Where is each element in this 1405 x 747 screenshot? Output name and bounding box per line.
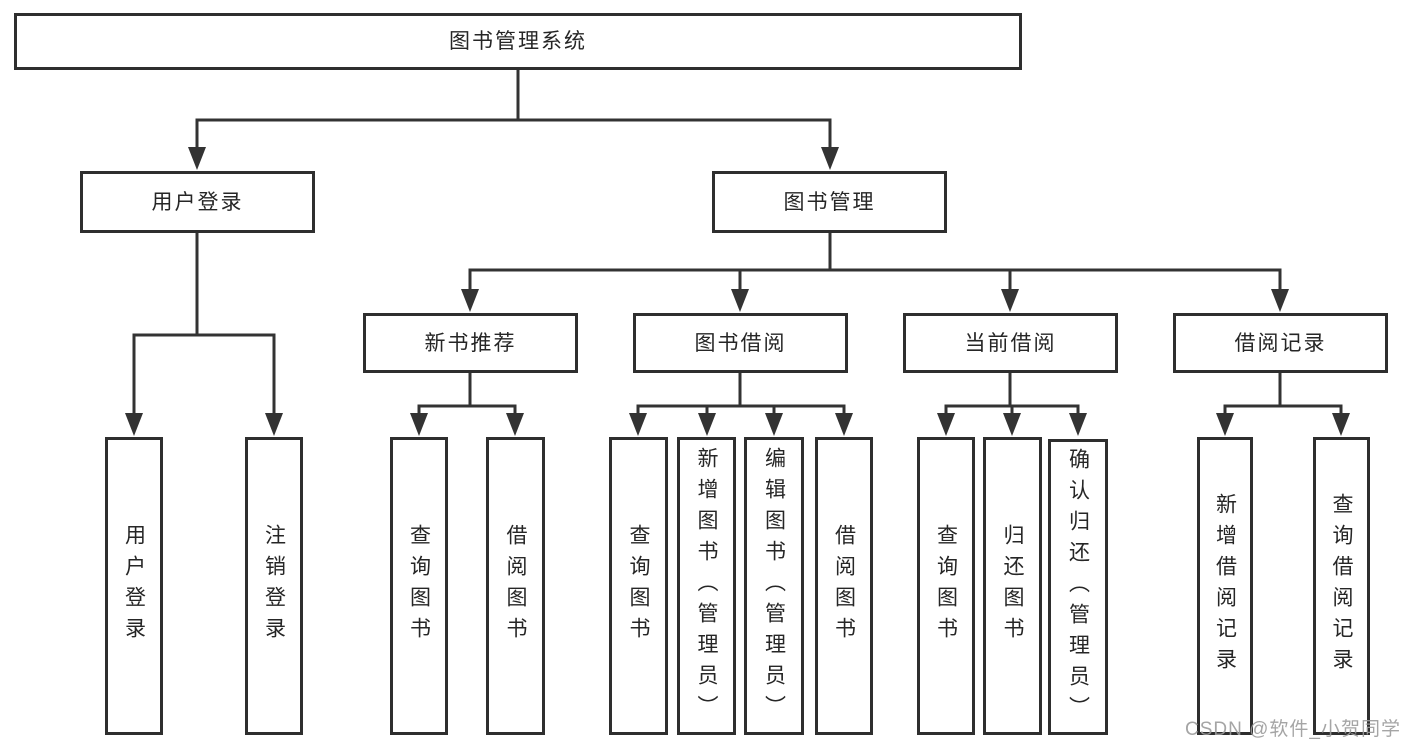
leaf-recommend-borrow-books: 借阅图书 — [486, 437, 545, 735]
leaf-label: 注销登录 — [262, 524, 286, 648]
leaf-borrow-edit-books-admin: 编辑图书（管理员） — [744, 437, 804, 735]
leaf-label: 查询借阅记录 — [1330, 493, 1353, 679]
leaf-label: 查询图书 — [934, 524, 958, 648]
leaf-current-confirm-return-admin: 确认归还（管理员） — [1048, 439, 1108, 735]
watermark-text: CSDN @软件_小贺同学 — [1185, 719, 1401, 740]
leaf-label: 新增借阅记录 — [1213, 493, 1237, 679]
node-new-book-recommendation: 新书推荐 — [363, 313, 578, 373]
leaf-recommend-query-books: 查询图书 — [390, 437, 448, 735]
node-label: 图书管理 — [783, 190, 876, 214]
leaf-records-add-record: 新增借阅记录 — [1197, 437, 1253, 735]
leaf-records-query-record: 查询借阅记录 — [1313, 437, 1370, 735]
leaf-label: 借阅图书 — [504, 524, 527, 648]
node-label: 图书借阅 — [694, 331, 787, 355]
leaf-label: 编辑图书（管理员） — [762, 446, 786, 726]
leaf-current-return-books: 归还图书 — [983, 437, 1042, 735]
leaf-label: 查询图书 — [407, 524, 431, 648]
node-label: 图书管理系统 — [449, 30, 587, 53]
leaf-borrow-add-books-admin: 新增图书（管理员） — [677, 437, 736, 735]
node-label: 新书推荐 — [424, 331, 517, 355]
node-library-management-system: 图书管理系统 — [14, 13, 1022, 70]
leaf-logout: 注销登录 — [245, 437, 303, 735]
leaf-user-login: 用户登录 — [105, 437, 163, 735]
leaf-label: 新增图书（管理员） — [695, 446, 718, 726]
node-label: 用户登录 — [151, 190, 244, 214]
leaf-borrow-query-books: 查询图书 — [609, 437, 668, 735]
leaf-label: 查询图书 — [627, 524, 650, 648]
node-label: 当前借阅 — [964, 331, 1057, 355]
node-borrowing-records: 借阅记录 — [1173, 313, 1388, 373]
node-book-management: 图书管理 — [712, 171, 947, 233]
leaf-current-query-books: 查询图书 — [917, 437, 975, 735]
leaf-borrow-borrow-books: 借阅图书 — [815, 437, 873, 735]
leaf-label: 借阅图书 — [832, 524, 856, 648]
node-label: 借阅记录 — [1234, 331, 1327, 355]
node-book-borrowing: 图书借阅 — [633, 313, 848, 373]
node-user-login: 用户登录 — [80, 171, 315, 233]
leaf-label: 用户登录 — [122, 524, 146, 648]
leaf-label: 归还图书 — [1001, 524, 1024, 648]
leaf-label: 确认归还（管理员） — [1066, 447, 1090, 727]
node-current-borrowing: 当前借阅 — [903, 313, 1118, 373]
